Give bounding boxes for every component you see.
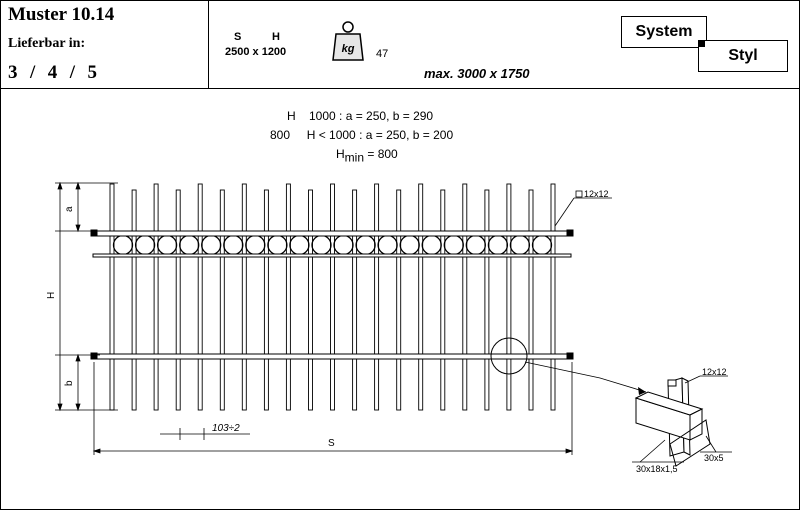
top-rail-lower xyxy=(92,253,572,258)
joint-detail xyxy=(634,377,711,467)
fence-ring xyxy=(333,234,354,256)
fence-bar xyxy=(462,183,468,411)
fence-bar xyxy=(484,189,490,411)
fence-ring xyxy=(201,234,222,256)
availability-values: 3 / 4 / 5 xyxy=(8,62,99,83)
fence-ring xyxy=(399,234,420,256)
fence-ring xyxy=(421,234,442,256)
fence-bar xyxy=(374,183,380,411)
fence-ring xyxy=(112,234,134,256)
fence-ring xyxy=(223,234,244,256)
dim-a-label: a xyxy=(64,206,75,212)
model-title: Muster 10.14 xyxy=(8,4,115,25)
fence-bar xyxy=(285,183,291,411)
rails xyxy=(90,229,574,360)
detail-flat-label: 30x5 xyxy=(704,453,724,463)
fence-ring xyxy=(267,234,288,256)
formula-line-1: H 1000 : a = 250, b = 290 xyxy=(287,109,434,123)
weight-value: 47 xyxy=(376,48,389,60)
detail-bar-label: 12x12 xyxy=(702,367,727,377)
fence-bar xyxy=(352,189,358,411)
detail-circle xyxy=(490,337,528,375)
square-profile-icon xyxy=(575,190,583,198)
detail-rail-label: 30x18x1,5 xyxy=(636,464,678,474)
brand-styl-text: Styl xyxy=(728,47,758,64)
bottom-rail xyxy=(92,353,572,360)
brand-styl-box: Styl xyxy=(698,40,788,72)
fence-bar xyxy=(506,183,512,411)
fence-ring xyxy=(509,234,531,256)
fence-bar xyxy=(263,189,269,411)
bar-profile-label: 12x12 xyxy=(584,189,609,199)
fence-bar xyxy=(440,189,446,411)
max-dimensions: max. 3000 x 1750 xyxy=(424,66,530,81)
fence-bar xyxy=(197,183,203,411)
fence-bars xyxy=(109,183,556,411)
formula-sub: min xyxy=(344,150,365,165)
fence-ring xyxy=(355,234,376,256)
dim-s-label: S xyxy=(328,438,335,449)
spacing-label: 103÷2 xyxy=(212,423,240,434)
dim-h-label: H xyxy=(46,292,57,299)
fence-bar xyxy=(550,183,556,411)
rail-end-bl xyxy=(90,352,98,360)
fence-ring xyxy=(311,234,332,256)
fence-bar xyxy=(175,189,181,411)
fence-ring xyxy=(134,234,156,256)
fence-ring xyxy=(179,234,200,256)
availability-label: Lieferbar in: xyxy=(8,36,86,51)
fence-bar xyxy=(396,189,402,411)
fence-ring xyxy=(245,234,266,256)
fence-ring xyxy=(487,234,509,256)
formula-line-3: Hmin = 800 xyxy=(336,147,398,164)
width-label: S xyxy=(234,31,242,43)
fence-drawing: a b H S 103÷2 12x12 12x12 30x18x1,5 30x5 xyxy=(46,181,732,474)
fence-bar xyxy=(308,189,313,411)
fence-bar xyxy=(241,183,247,411)
height-label: H xyxy=(272,31,280,43)
brand-dot xyxy=(698,40,705,47)
fence-bar xyxy=(131,189,137,411)
fence-bar xyxy=(219,189,225,411)
fence-bar xyxy=(153,183,159,411)
weight-unit: kg xyxy=(342,43,355,55)
brand-system-text: System xyxy=(635,23,693,40)
fence-bar xyxy=(109,183,115,411)
fence-ring xyxy=(156,234,178,256)
header-divider xyxy=(0,88,800,89)
fence-ring xyxy=(531,234,553,256)
rail-end-br xyxy=(566,352,574,360)
brand-system-box: System xyxy=(621,16,707,48)
top-rail xyxy=(92,230,572,237)
rail-end-tr xyxy=(566,229,574,237)
fence-ring xyxy=(377,234,398,256)
fence-ring xyxy=(443,234,464,256)
fence-ring xyxy=(465,234,486,256)
header-vertical-divider xyxy=(208,0,209,89)
dim-b-label: b xyxy=(64,380,75,386)
dimensions xyxy=(55,181,574,455)
standard-dimensions: 2500 x 1200 xyxy=(225,46,287,58)
fence-ring xyxy=(289,234,310,256)
weight-icon: kg xyxy=(330,20,366,67)
rail-end-tl xyxy=(90,229,98,237)
fence-bar xyxy=(330,183,335,411)
formula-h: H xyxy=(336,147,345,161)
fence-bar xyxy=(528,189,534,411)
fence-bar xyxy=(418,183,424,411)
formula-rest: = 800 xyxy=(364,147,398,161)
formula-line-2: 800 H < 1000 : a = 250, b = 200 xyxy=(270,128,454,142)
